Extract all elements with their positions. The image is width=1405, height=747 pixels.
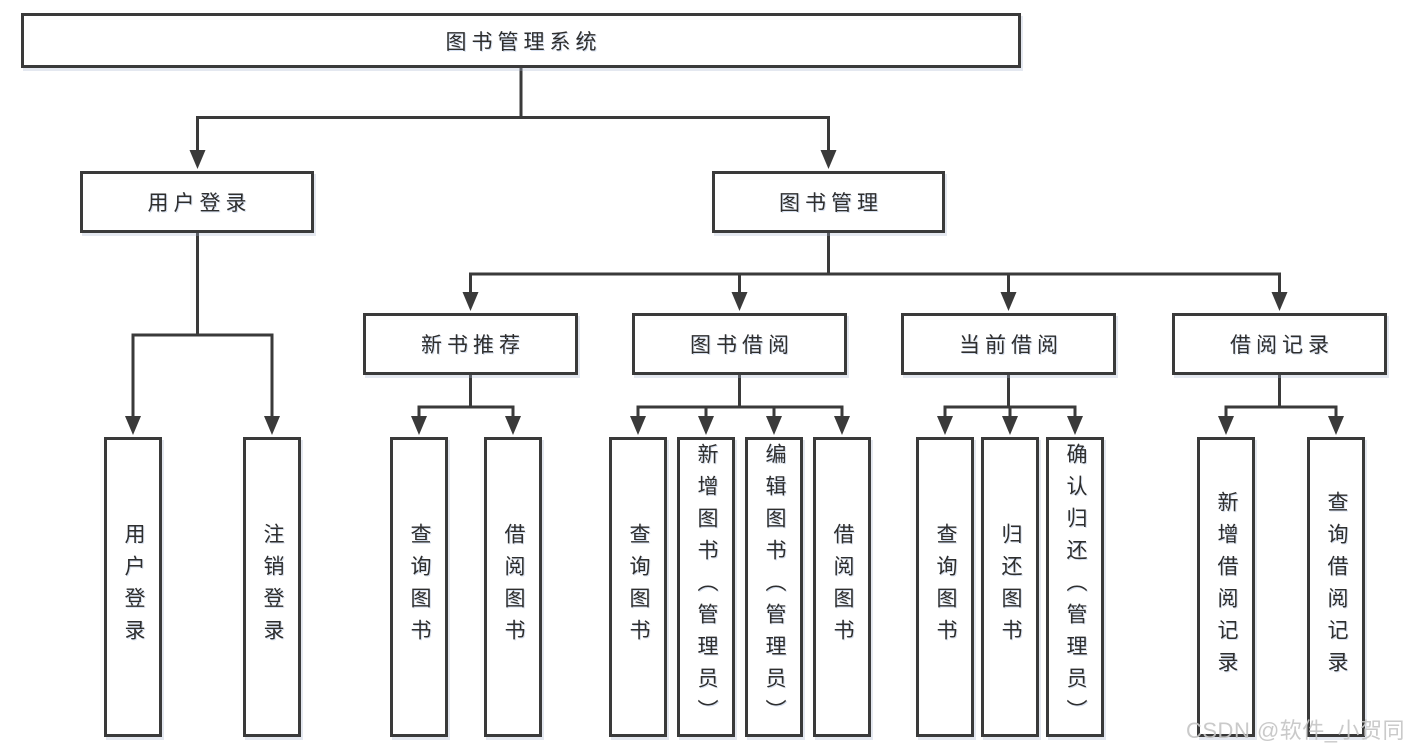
node-label: 查询借阅记录	[1325, 491, 1348, 683]
arrow-down-icon	[731, 292, 748, 311]
node-label: 图书借阅	[690, 334, 794, 357]
node-label: 当前借阅	[959, 334, 1063, 357]
node-label: 用户登录	[147, 192, 252, 215]
leaf-confirm-return-admin: 确认归还（管理员）	[1046, 437, 1104, 737]
arrow-down-icon	[411, 416, 427, 435]
arrow-down-icon	[264, 416, 280, 435]
node-label: 新增借阅记录	[1215, 491, 1238, 683]
node-label: 借阅图书	[502, 523, 525, 651]
node-label: 注销登录	[261, 523, 284, 651]
connector-current-borrow-to-leaves	[937, 375, 1083, 435]
node-new-book-recommend: 新书推荐	[363, 313, 578, 375]
node-label: 图书管理系统	[445, 30, 602, 54]
leaf-add-borrow-record: 新增借阅记录	[1197, 437, 1255, 737]
node-book-borrow: 图书借阅	[632, 313, 847, 375]
node-label: 新增图书（管理员）	[695, 443, 718, 731]
leaf-logout: 注销登录	[243, 437, 301, 737]
arrow-down-icon	[189, 150, 206, 169]
node-label: 查询图书	[627, 523, 650, 651]
arrow-down-icon	[1002, 416, 1018, 435]
node-label: 新书推荐	[421, 334, 525, 357]
node-label: 图书管理	[779, 192, 883, 215]
arrow-down-icon	[820, 150, 837, 169]
arrow-down-icon	[125, 416, 141, 435]
node-label: 归还图书	[999, 523, 1022, 651]
arrow-down-icon	[937, 416, 953, 435]
arrow-down-icon	[1218, 416, 1234, 435]
arrow-down-icon	[505, 416, 521, 435]
arrow-down-icon	[698, 416, 714, 435]
node-label: 查询图书	[934, 523, 957, 651]
connector-borrow-records-to-leaves	[1218, 375, 1344, 435]
arrow-down-icon	[462, 292, 479, 311]
watermark: CSDN @软件_小贺同学	[1186, 718, 1405, 743]
leaf-add-book-admin: 新增图书（管理员）	[677, 437, 735, 737]
leaf-edit-book-admin: 编辑图书（管理员）	[745, 437, 803, 737]
leaf-borrow-books: 借阅图书	[813, 437, 871, 737]
node-book-management: 图书管理	[712, 171, 945, 233]
node-library-system: 图书管理系统	[21, 13, 1021, 68]
connector-user-login-to-leaves	[125, 233, 280, 435]
arrow-down-icon	[1000, 292, 1017, 311]
leaf-query-books-recommend: 查询图书	[390, 437, 448, 737]
node-label: 编辑图书（管理员）	[763, 443, 786, 731]
connector-book-borrow-to-leaves	[630, 375, 850, 435]
node-label: 用户登录	[122, 523, 145, 651]
leaf-query-books-borrow: 查询图书	[609, 437, 667, 737]
leaf-return-book: 归还图书	[981, 437, 1039, 737]
arrow-down-icon	[1271, 292, 1288, 311]
node-borrow-records: 借阅记录	[1172, 313, 1387, 375]
connector-book-management-to-level3	[462, 233, 1288, 311]
arrow-down-icon	[834, 416, 850, 435]
leaf-borrow-books-recommend: 借阅图书	[484, 437, 542, 737]
leaf-user-login: 用户登录	[104, 437, 162, 737]
node-label: 查询图书	[408, 523, 431, 651]
node-label: 借阅记录	[1230, 334, 1334, 357]
arrow-down-icon	[1328, 416, 1344, 435]
node-current-borrow: 当前借阅	[901, 313, 1116, 375]
arrow-down-icon	[1067, 416, 1083, 435]
leaf-query-books-current: 查询图书	[916, 437, 974, 737]
arrow-down-icon	[630, 416, 646, 435]
connector-new-book-recommend-to-leaves	[411, 375, 521, 435]
node-user-login: 用户登录	[80, 171, 314, 233]
leaf-query-borrow-record: 查询借阅记录	[1307, 437, 1365, 737]
connector-root-to-level2	[189, 68, 837, 169]
node-label: 借阅图书	[831, 523, 854, 651]
node-label: 确认归还（管理员）	[1064, 443, 1087, 731]
arrow-down-icon	[766, 416, 782, 435]
